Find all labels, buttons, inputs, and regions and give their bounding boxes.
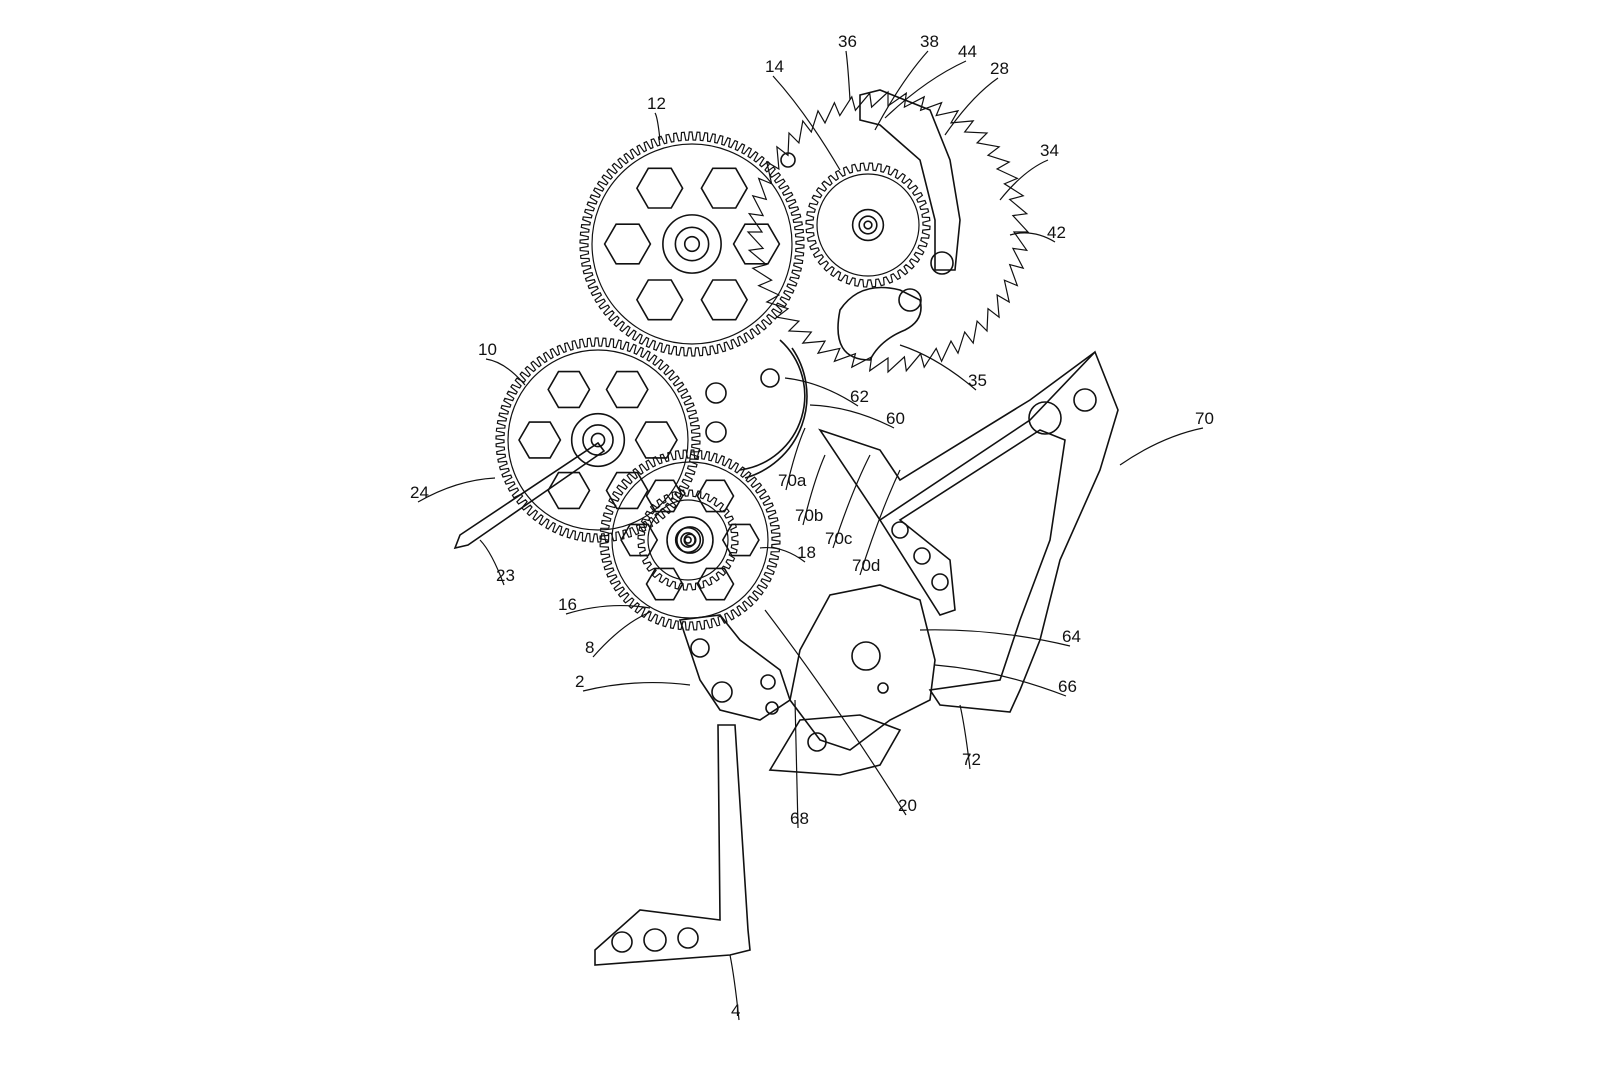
leader-60 bbox=[809, 404, 895, 429]
label-70c: 70c bbox=[825, 529, 853, 548]
leader-35 bbox=[899, 344, 977, 391]
label-8: 8 bbox=[585, 638, 594, 657]
lever-2 bbox=[678, 614, 791, 721]
leader-34 bbox=[999, 159, 1049, 201]
label-2: 2 bbox=[575, 672, 584, 691]
leader-18 bbox=[759, 546, 806, 563]
leader-10 bbox=[485, 358, 526, 386]
leader-2 bbox=[582, 681, 691, 692]
label-14: 14 bbox=[765, 57, 784, 76]
leader-38 bbox=[874, 50, 929, 131]
label-42: 42 bbox=[1047, 223, 1066, 242]
leader-42 bbox=[1009, 232, 1056, 243]
wheel-20 bbox=[599, 449, 781, 631]
pin bbox=[1028, 401, 1062, 435]
label-28: 28 bbox=[990, 59, 1009, 78]
label-70: 70 bbox=[1195, 409, 1214, 428]
leader-20 bbox=[764, 609, 907, 816]
leader-70d bbox=[859, 469, 901, 576]
label-24: 24 bbox=[410, 483, 429, 502]
leader-4 bbox=[729, 954, 740, 1021]
label-44: 44 bbox=[958, 42, 977, 61]
label-16: 16 bbox=[558, 595, 577, 614]
leader-lines bbox=[417, 50, 1204, 1021]
leader-23 bbox=[479, 539, 505, 586]
leader-36 bbox=[845, 50, 851, 101]
wheel-14 bbox=[805, 162, 931, 288]
label-38: 38 bbox=[920, 32, 939, 51]
label-70a: 70a bbox=[778, 471, 807, 490]
leader-70a bbox=[785, 427, 806, 491]
ring-60 bbox=[739, 339, 806, 471]
arbor-23 bbox=[453, 441, 606, 550]
levers bbox=[453, 89, 1119, 966]
label-70b: 70b bbox=[795, 506, 823, 525]
click-28 bbox=[859, 89, 961, 271]
leader-70b bbox=[802, 454, 826, 526]
slot-35 bbox=[837, 286, 922, 361]
ratchet-wheel-42 bbox=[746, 90, 1030, 374]
label-4: 4 bbox=[731, 1001, 740, 1020]
label-18: 18 bbox=[797, 543, 816, 562]
leader-68 bbox=[794, 699, 799, 829]
label-35: 35 bbox=[968, 371, 987, 390]
leader-64 bbox=[919, 629, 1071, 647]
leader-24 bbox=[417, 477, 496, 503]
label-62: 62 bbox=[850, 387, 869, 406]
label-68: 68 bbox=[790, 809, 809, 828]
lever-70 bbox=[878, 350, 1119, 713]
lever-68 bbox=[768, 714, 902, 776]
leader-44 bbox=[884, 60, 967, 119]
leader-66 bbox=[934, 664, 1067, 697]
leader-62 bbox=[784, 377, 859, 407]
gear-group bbox=[495, 90, 1030, 631]
lever-4 bbox=[594, 724, 751, 966]
leader-8 bbox=[592, 611, 651, 658]
label-20: 20 bbox=[898, 796, 917, 815]
label-36: 36 bbox=[838, 32, 857, 51]
label-12: 12 bbox=[647, 94, 666, 113]
leader-16 bbox=[565, 605, 651, 615]
pinion-16 bbox=[637, 489, 739, 591]
leader-12 bbox=[654, 112, 661, 141]
leader-70c bbox=[832, 454, 871, 549]
leader-28 bbox=[944, 77, 999, 136]
label-72: 72 bbox=[962, 750, 981, 769]
cam-64 bbox=[789, 584, 936, 751]
lever-70-arm bbox=[818, 351, 1096, 521]
label-23: 23 bbox=[496, 566, 515, 585]
wheel-12 bbox=[579, 131, 805, 357]
label-70d: 70d bbox=[852, 556, 880, 575]
leader-70 bbox=[1119, 427, 1204, 466]
label-60: 60 bbox=[886, 409, 905, 428]
label-64: 64 bbox=[1062, 627, 1081, 646]
label-10: 10 bbox=[478, 340, 497, 359]
hole bbox=[1073, 388, 1097, 412]
label-66: 66 bbox=[1058, 677, 1077, 696]
leader-72 bbox=[959, 704, 971, 770]
label-34: 34 bbox=[1040, 141, 1059, 160]
leader-14 bbox=[772, 75, 841, 171]
